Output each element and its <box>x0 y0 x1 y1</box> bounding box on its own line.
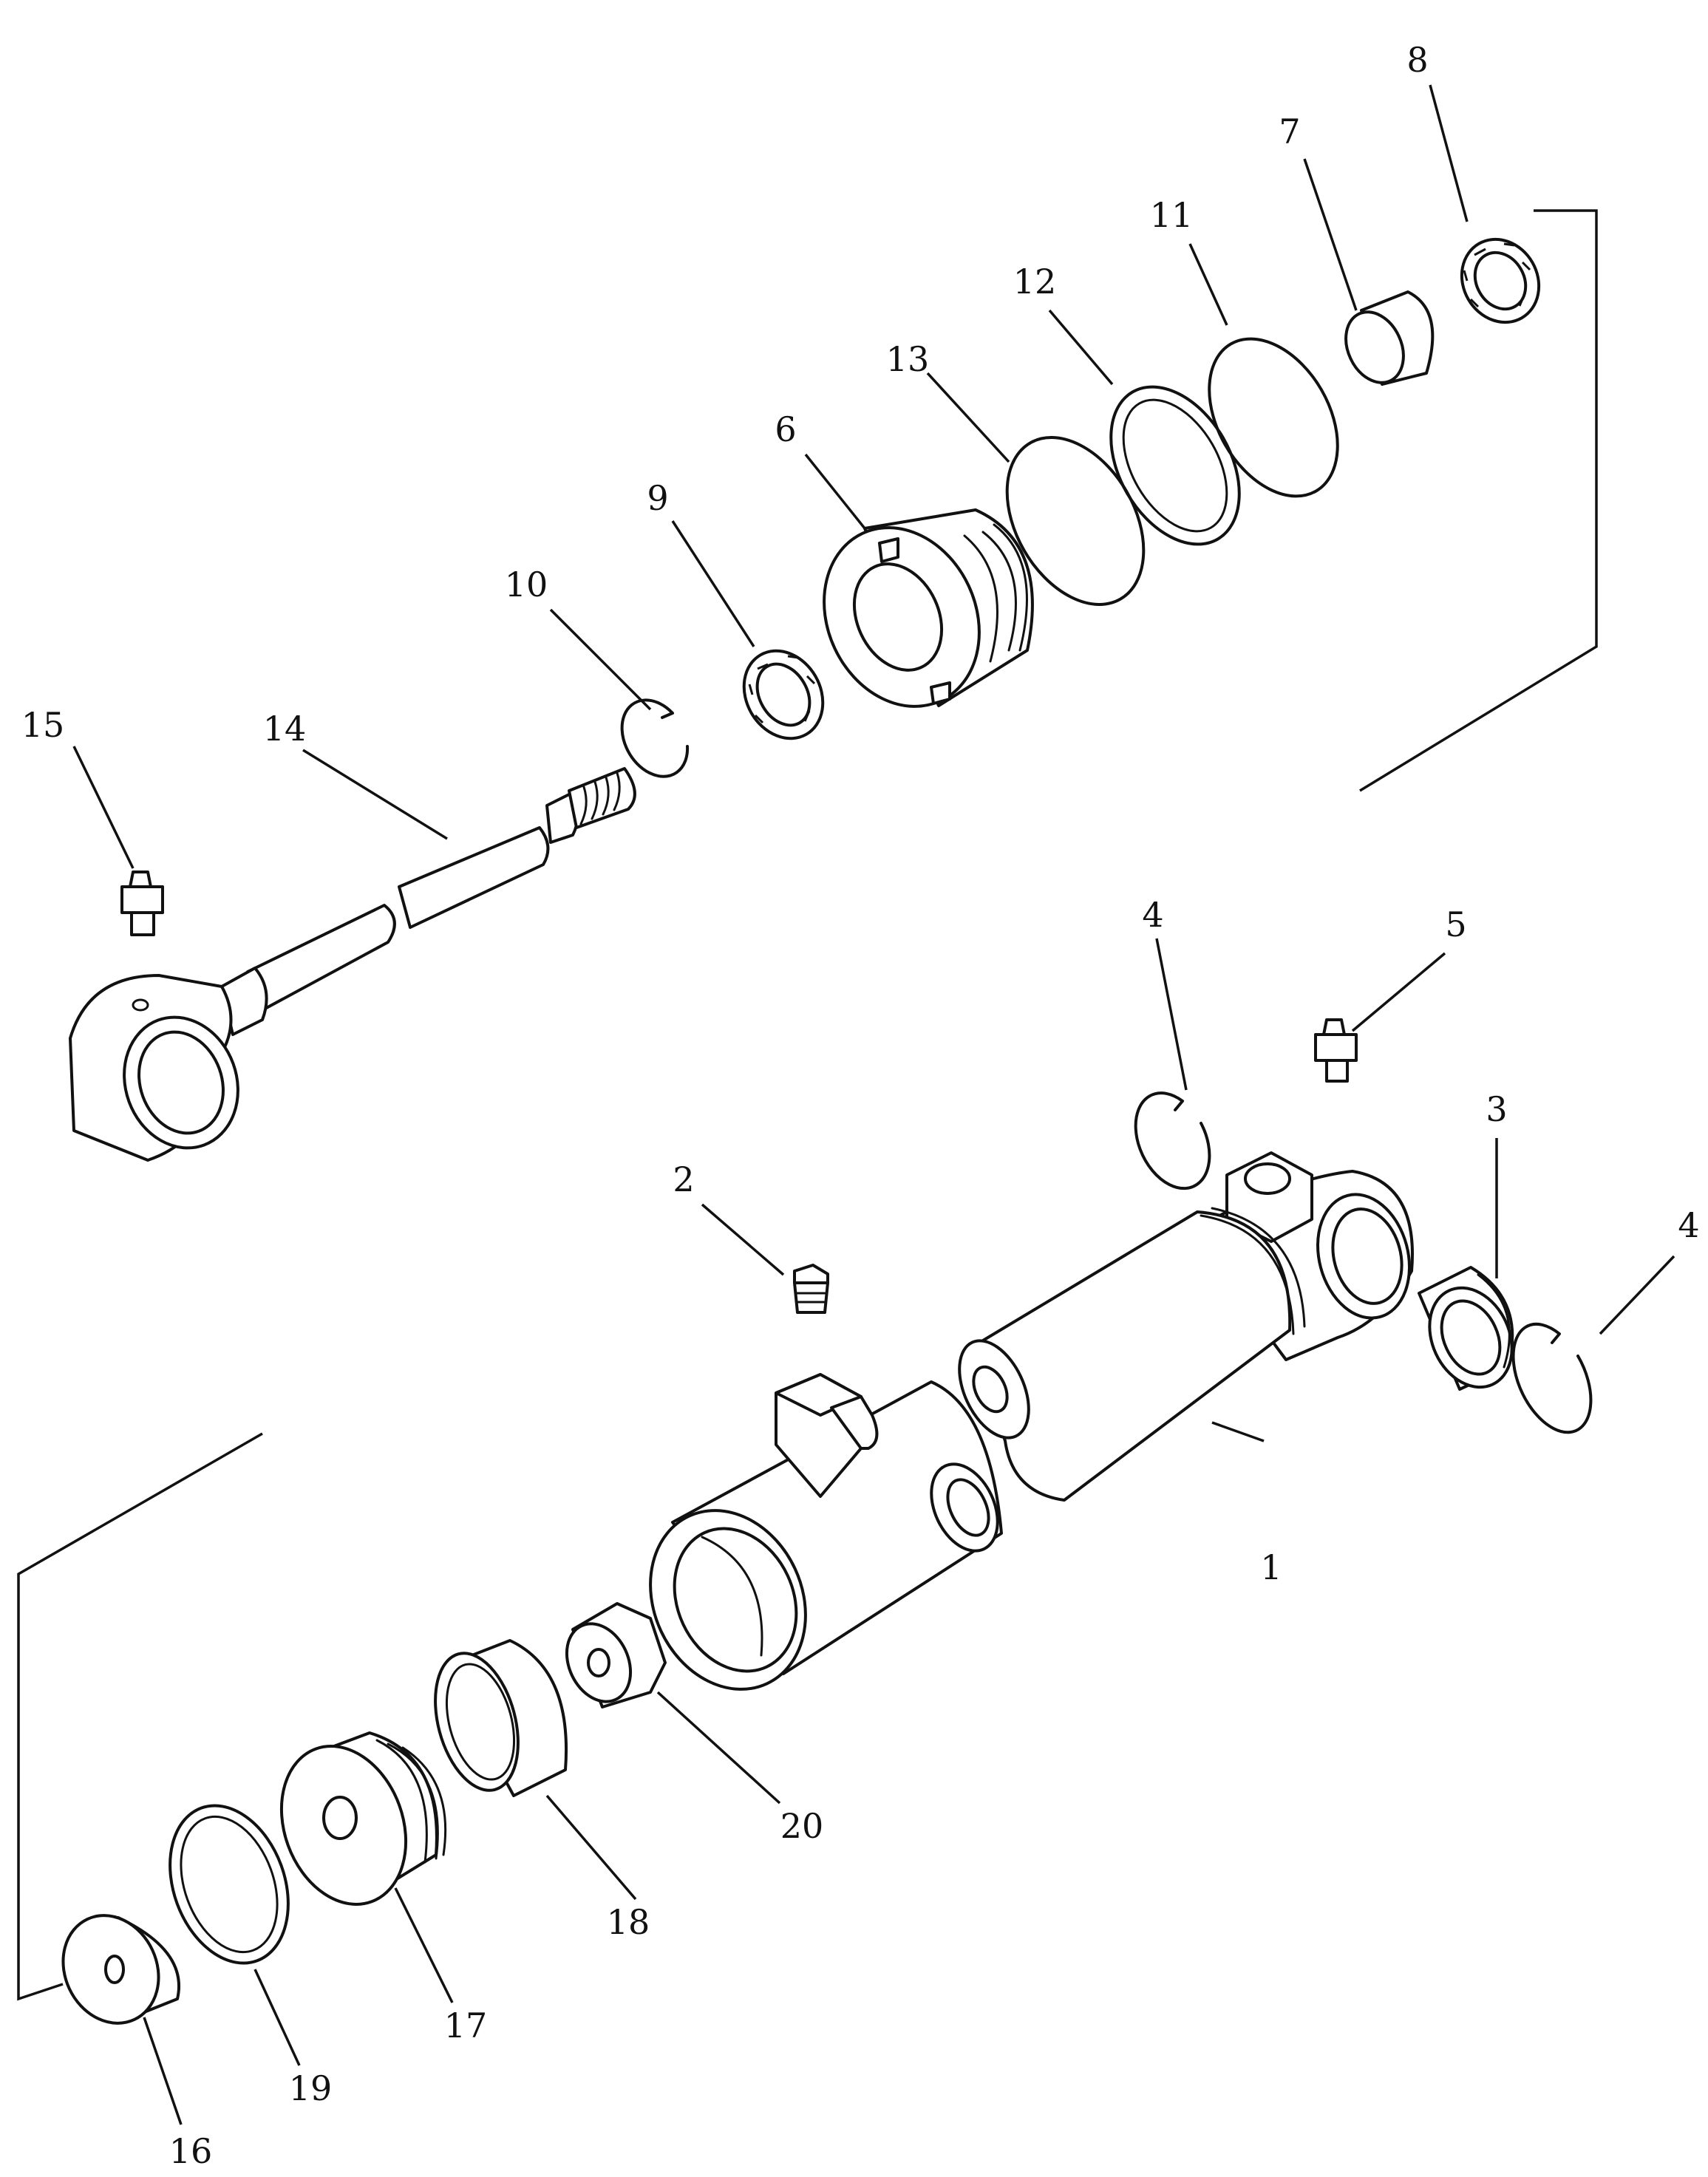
part-7-bushing <box>1344 290 1435 386</box>
part-17-piston <box>279 1731 447 1906</box>
part-19-wear-ring <box>169 1804 290 1965</box>
part-11-o-ring <box>1208 337 1339 498</box>
callout-6: 6 <box>775 409 796 449</box>
callout-5: 5 <box>1445 904 1466 944</box>
callout-12: 12 <box>1013 262 1057 301</box>
part-8-nut <box>1460 237 1541 324</box>
callout-17: 17 <box>444 2006 488 2045</box>
leader-lines <box>72 84 1675 2125</box>
callout-10: 10 <box>505 565 548 604</box>
upper-bracket-line <box>1359 209 1598 792</box>
callout-11: 11 <box>1150 195 1194 235</box>
cylinder-bottom-tube <box>649 1373 1003 1691</box>
callout-8: 8 <box>1406 40 1428 80</box>
callout-13: 13 <box>886 339 930 379</box>
part-1-cylinder-tube <box>958 1151 1414 1502</box>
callout-7: 7 <box>1279 112 1300 151</box>
callout-9: 9 <box>647 478 668 518</box>
callout-4-upper: 4 <box>1142 895 1163 935</box>
part-16-washer <box>61 1914 181 2025</box>
part-13-o-ring <box>1005 436 1146 606</box>
callout-15: 15 <box>21 705 65 745</box>
part-3-bushing <box>1418 1266 1514 1391</box>
callout-19: 19 <box>289 2068 333 2108</box>
part-20-nut <box>565 1602 667 1708</box>
callout-18: 18 <box>607 1902 650 1942</box>
callout-16: 16 <box>169 2131 213 2171</box>
part-2-plug <box>793 1264 829 1314</box>
callout-14: 14 <box>263 709 307 749</box>
callout-labels: 1 2 3 4 4 5 6 7 8 9 10 11 12 13 14 15 16… <box>21 40 1700 2171</box>
part-10-snap-ring <box>620 698 690 778</box>
part-6-gland <box>823 508 1034 708</box>
lower-bracket-line <box>17 1432 263 2001</box>
part-4-snap-ring-upper <box>1134 1091 1211 1190</box>
part-4-snap-ring-right <box>1511 1322 1593 1434</box>
callout-3: 3 <box>1486 1089 1507 1129</box>
callout-20: 20 <box>780 1806 824 1846</box>
callout-1: 1 <box>1260 1547 1282 1587</box>
part-18-ring <box>434 1639 568 1797</box>
callout-2: 2 <box>673 1159 694 1199</box>
part-15-grease-fitting <box>120 871 164 936</box>
part-9-nut <box>742 649 825 740</box>
part-5-grease-fitting <box>1314 1018 1358 1083</box>
callout-4-right: 4 <box>1678 1205 1699 1245</box>
part-14-piston-rod <box>69 767 636 1162</box>
